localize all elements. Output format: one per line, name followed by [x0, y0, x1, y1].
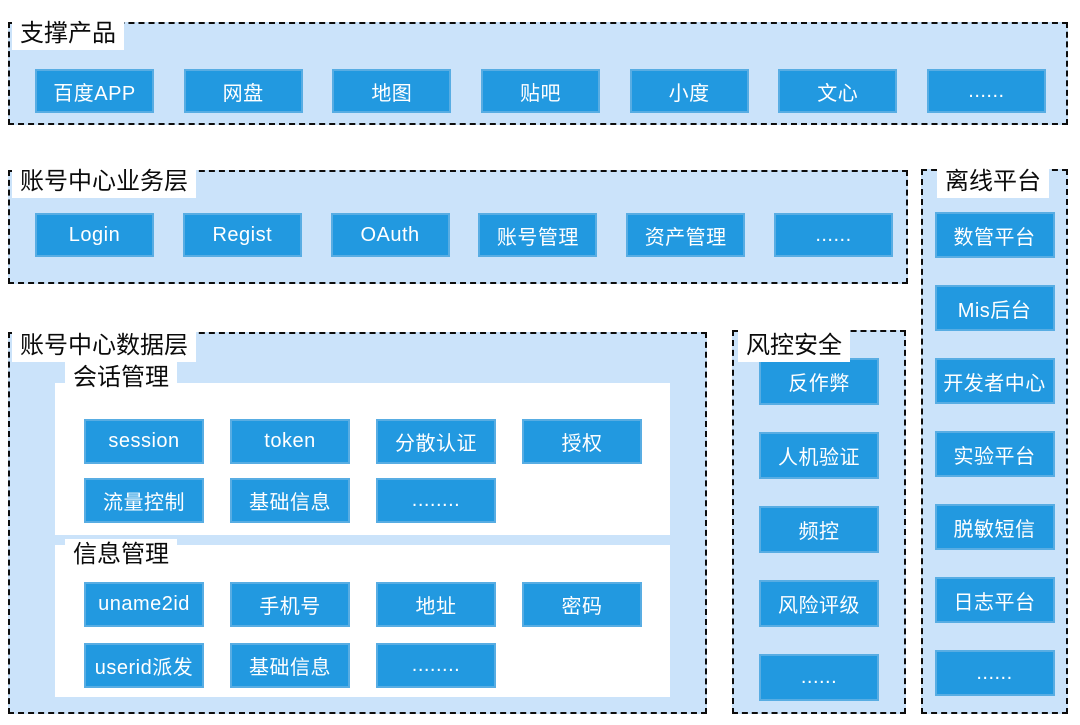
risk-security-box: 风控安全 反作弊 人机验证 频控 风险评级 ...... — [732, 330, 906, 714]
business-more-node: ...... — [773, 213, 893, 257]
captcha-node: 人机验证 — [759, 432, 879, 479]
info-basic-info-node: 基础信息 — [230, 643, 350, 688]
info-panel-row-1: uname2id 手机号 地址 密码 — [84, 582, 670, 627]
products-section-label: 支撑产品 — [12, 18, 124, 50]
products-more-node: ...... — [926, 69, 1046, 113]
offline-platform-box: 离线平台 数管平台 Mis后台 开发者中心 实验平台 脱敏短信 日志平台 ...… — [921, 166, 1068, 714]
business-layer-box: 账号中心业务层 Login Regist OAuth 账号管理 资产管理 ...… — [8, 166, 908, 284]
session-panel-row-1: session token 分散认证 授权 — [84, 419, 670, 464]
experiment-platform-node: 实验平台 — [934, 431, 1055, 477]
risk-rating-node: 风险评级 — [759, 580, 879, 627]
data-mgmt-platform-node: 数管平台 — [934, 212, 1055, 258]
data-layer-label: 账号中心数据层 — [12, 330, 196, 362]
developer-center-node: 开发者中心 — [934, 358, 1055, 404]
regist-node: Regist — [182, 213, 302, 257]
info-management-label: 信息管理 — [65, 539, 177, 571]
uname2id-node: uname2id — [84, 582, 204, 627]
info-more-node: ........ — [376, 643, 496, 688]
risk-security-label: 风控安全 — [738, 330, 850, 362]
masked-sms-node: 脱敏短信 — [934, 504, 1055, 550]
mis-admin-node: Mis后台 — [934, 285, 1055, 331]
offline-more-node: ...... — [934, 650, 1055, 696]
log-platform-node: 日志平台 — [934, 577, 1055, 623]
userid-dispatch-node: userid派发 — [84, 643, 204, 688]
password-node: 密码 — [522, 582, 642, 627]
data-layer-box: 账号中心数据层 会话管理 session token 分散认证 授权 流量控制 … — [8, 330, 707, 714]
asset-mgmt-node: 资产管理 — [626, 213, 746, 257]
session-management-panel: 会话管理 session token 分散认证 授权 流量控制 基础信息 ...… — [55, 362, 670, 535]
authorization-node: 授权 — [522, 419, 642, 464]
risk-node-column: 反作弊 人机验证 频控 风险评级 ...... — [734, 332, 904, 701]
offline-platform-label: 离线平台 — [937, 166, 1049, 198]
session-more-node: ........ — [376, 478, 496, 523]
business-node-row: Login Regist OAuth 账号管理 资产管理 ...... — [35, 213, 893, 257]
baidu-app-node: 百度APP — [35, 69, 154, 113]
anti-cheat-node: 反作弊 — [759, 358, 879, 405]
session-node: session — [84, 419, 204, 464]
account-mgmt-node: 账号管理 — [478, 213, 598, 257]
session-panel-row-2: 流量控制 基础信息 ........ — [84, 478, 670, 523]
rate-limit-node: 频控 — [759, 506, 879, 553]
map-node: 地图 — [332, 69, 452, 113]
products-node-row: 百度APP 网盘 地图 贴吧 小度 文心 ...... — [35, 69, 1046, 113]
xiaodu-node: 小度 — [629, 69, 749, 113]
flow-control-node: 流量控制 — [84, 478, 204, 523]
login-node: Login — [35, 213, 154, 257]
session-management-label: 会话管理 — [65, 362, 177, 394]
wenxin-node: 文心 — [778, 69, 898, 113]
token-node: token — [230, 419, 350, 464]
netdisk-node: 网盘 — [183, 69, 303, 113]
info-panel-row-2: userid派发 基础信息 ........ — [84, 643, 670, 688]
info-management-panel: 信息管理 uname2id 手机号 地址 密码 userid派发 基础信息 ..… — [55, 539, 670, 697]
oauth-node: OAuth — [330, 213, 450, 257]
risk-more-node: ...... — [759, 654, 879, 701]
offline-node-column: 数管平台 Mis后台 开发者中心 实验平台 脱敏短信 日志平台 ...... — [923, 171, 1066, 696]
products-section-box: 支撑产品 百度APP 网盘 地图 贴吧 小度 文心 ...... — [8, 18, 1068, 125]
phone-number-node: 手机号 — [230, 582, 350, 627]
distributed-auth-node: 分散认证 — [376, 419, 496, 464]
tieba-node: 贴吧 — [480, 69, 600, 113]
basic-info-node: 基础信息 — [230, 478, 350, 523]
business-layer-label: 账号中心业务层 — [12, 166, 196, 198]
address-node: 地址 — [376, 582, 496, 627]
